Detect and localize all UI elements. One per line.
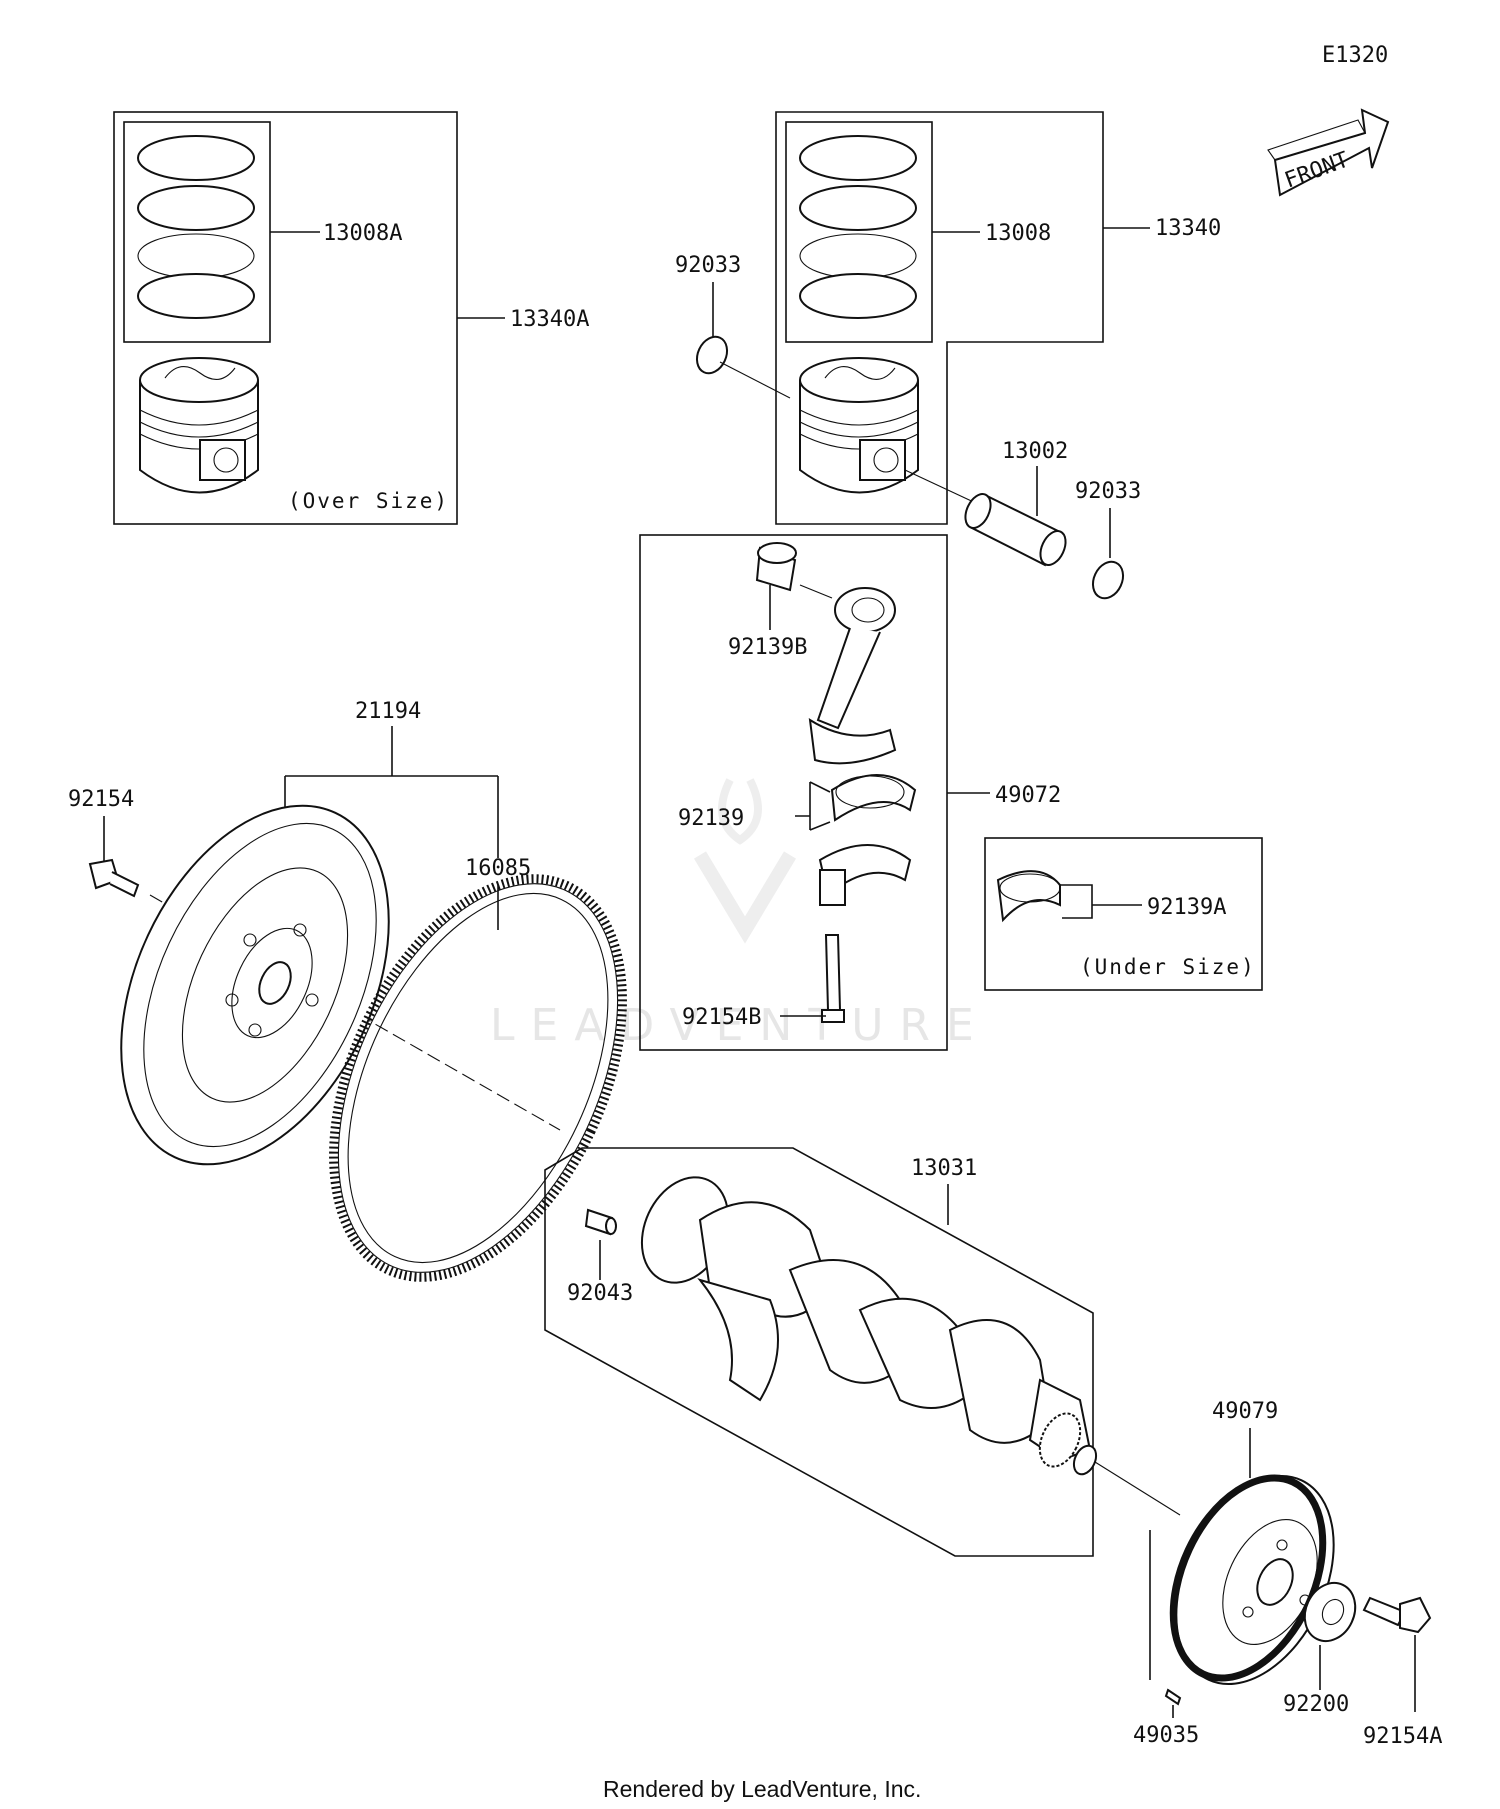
flywheel-icon [120, 804, 390, 1166]
footer-credit: Rendered by LeadVenture, Inc. [603, 1776, 921, 1802]
crankshaft-icon [640, 1176, 1098, 1476]
con-rod-bolt-icon [821, 934, 845, 1023]
washer-icon [1303, 1581, 1357, 1643]
connecting-rod-icon [808, 587, 897, 765]
piston-icon [139, 357, 259, 494]
part-label-92033-right: 92033 [1075, 479, 1141, 504]
woodruff-key-icon [1164, 1688, 1182, 1706]
part-label-92154b: 92154B [682, 1005, 761, 1030]
part-label-13031: 13031 [911, 1156, 977, 1181]
part-label-49035: 49035 [1133, 1723, 1199, 1748]
piston-ring-set-icon [137, 135, 255, 319]
part-label-92043: 92043 [567, 1281, 633, 1306]
note-over-size: (Over Size) [288, 489, 449, 513]
part-label-49072: 49072 [995, 783, 1061, 808]
standard-piston-group [775, 111, 1104, 525]
part-label-92154a: 92154A [1363, 1724, 1442, 1749]
part-label-13008: 13008 [985, 221, 1051, 246]
part-label-16085: 16085 [465, 856, 531, 881]
part-label-49079: 49079 [1212, 1399, 1278, 1424]
piston-icon [799, 357, 919, 494]
part-label-13008a: 13008A [323, 221, 402, 246]
piston-pin-icon [964, 493, 1067, 567]
note-under-size: (Under Size) [1080, 955, 1256, 979]
part-label-13340a: 13340A [510, 307, 589, 332]
part-label-13002: 13002 [1002, 439, 1068, 464]
watermark-text: LEADVENTURE [490, 1000, 990, 1051]
piston-ring-set-icon [799, 135, 917, 319]
circlip-icon [1091, 560, 1125, 600]
con-rod-bearing-icon [830, 774, 917, 822]
part-label-92154: 92154 [68, 787, 134, 812]
part-label-92139: 92139 [678, 806, 744, 831]
part-label-92139b: 92139B [728, 635, 807, 660]
pulley-icon [1169, 1474, 1335, 1685]
ring-gear-icon [329, 874, 627, 1282]
flywheel-bolt-icon [88, 858, 140, 898]
oversize-piston-group: (Over Size) [113, 111, 458, 525]
diagram-id: E1320 [1322, 43, 1388, 68]
circlip-icon [695, 335, 791, 399]
box-13340 [775, 111, 1104, 525]
small-end-bushing-icon [755, 542, 797, 592]
part-label-92033-top: 92033 [675, 253, 741, 278]
part-label-21194: 21194 [355, 699, 421, 724]
dowel-pin-icon [584, 1208, 617, 1236]
watermark: LEADVENTURE [490, 778, 990, 1051]
con-rod-bearing-icon [996, 870, 1061, 923]
part-label-92200: 92200 [1283, 1692, 1349, 1717]
front-arrow-icon: FRONT [1267, 108, 1390, 197]
pulley-bolt-icon [1362, 1596, 1432, 1634]
box-92139a [984, 837, 1263, 991]
part-label-92139a: 92139A [1147, 895, 1226, 920]
part-label-13340: 13340 [1155, 216, 1221, 241]
con-rod-cap-icon [818, 844, 912, 906]
box-13031 [544, 1147, 1094, 1557]
